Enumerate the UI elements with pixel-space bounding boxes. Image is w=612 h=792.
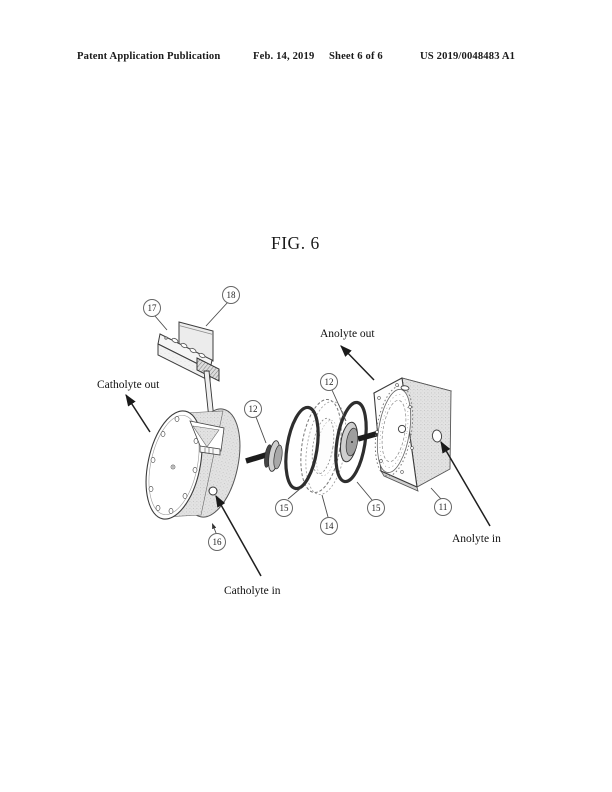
callout-12-left: 12 bbox=[244, 400, 262, 418]
callout-16-number: 16 bbox=[213, 537, 223, 547]
flow-annotations: Anolyte out Catholyte out Anolyte in Cat… bbox=[97, 328, 501, 597]
callout-11-number: 11 bbox=[439, 502, 448, 512]
busbar-clamp-end bbox=[196, 357, 220, 382]
header-publication-label: Patent Application Publication bbox=[77, 51, 221, 62]
callout-18: 18 bbox=[222, 286, 240, 304]
catholyte-in-port bbox=[208, 486, 218, 496]
callout-16: 16 bbox=[208, 533, 226, 551]
callout-15-left: 15 bbox=[275, 499, 293, 517]
header-patent-number: US 2019/0048483 A1 bbox=[420, 51, 516, 62]
anolyte-housing-block bbox=[372, 377, 453, 492]
callout-18-number: 18 bbox=[227, 290, 237, 300]
anolyte-in-label: Anolyte in bbox=[452, 533, 501, 545]
callout-11: 11 bbox=[434, 498, 452, 516]
catholyte-in-label: Catholyte in bbox=[224, 585, 281, 597]
o-ring-right bbox=[334, 400, 368, 484]
right-electrode bbox=[340, 421, 384, 463]
o-ring-left bbox=[284, 405, 320, 491]
callout-14-number: 14 bbox=[325, 521, 335, 531]
callout-17-number: 17 bbox=[148, 303, 158, 313]
flange-top-notch bbox=[189, 420, 225, 456]
busbar-holes bbox=[164, 336, 206, 359]
callout-12-top-number: 12 bbox=[325, 377, 334, 387]
busbar-assembly bbox=[157, 321, 220, 382]
figure-title: FIG. 6 bbox=[271, 233, 320, 253]
header-date: Feb. 14, 2019 bbox=[253, 51, 315, 62]
callout-15-left-number: 15 bbox=[280, 503, 290, 513]
anolyte-out-port bbox=[400, 385, 410, 391]
block-recess bbox=[374, 385, 414, 477]
anolyte-out-label: Anolyte out bbox=[320, 328, 375, 340]
header-sheet-number: Sheet 6 of 6 bbox=[329, 51, 383, 62]
callout-12-left-number: 12 bbox=[249, 404, 258, 414]
left-electrode bbox=[245, 440, 283, 472]
callout-14: 14 bbox=[320, 517, 338, 535]
callout-leaders bbox=[154, 301, 442, 534]
flange-bolt-holes bbox=[148, 416, 199, 514]
callout-15-right: 15 bbox=[367, 499, 385, 517]
catholyte-flange-disc bbox=[145, 408, 241, 520]
callout-12-top: 12 bbox=[320, 373, 338, 391]
catholyte-out-label: Catholyte out bbox=[97, 379, 160, 391]
callout-15-right-number: 15 bbox=[372, 503, 382, 513]
callout-17: 17 bbox=[143, 299, 161, 317]
anolyte-in-port bbox=[431, 429, 443, 443]
block-bolt-holes bbox=[375, 383, 414, 474]
